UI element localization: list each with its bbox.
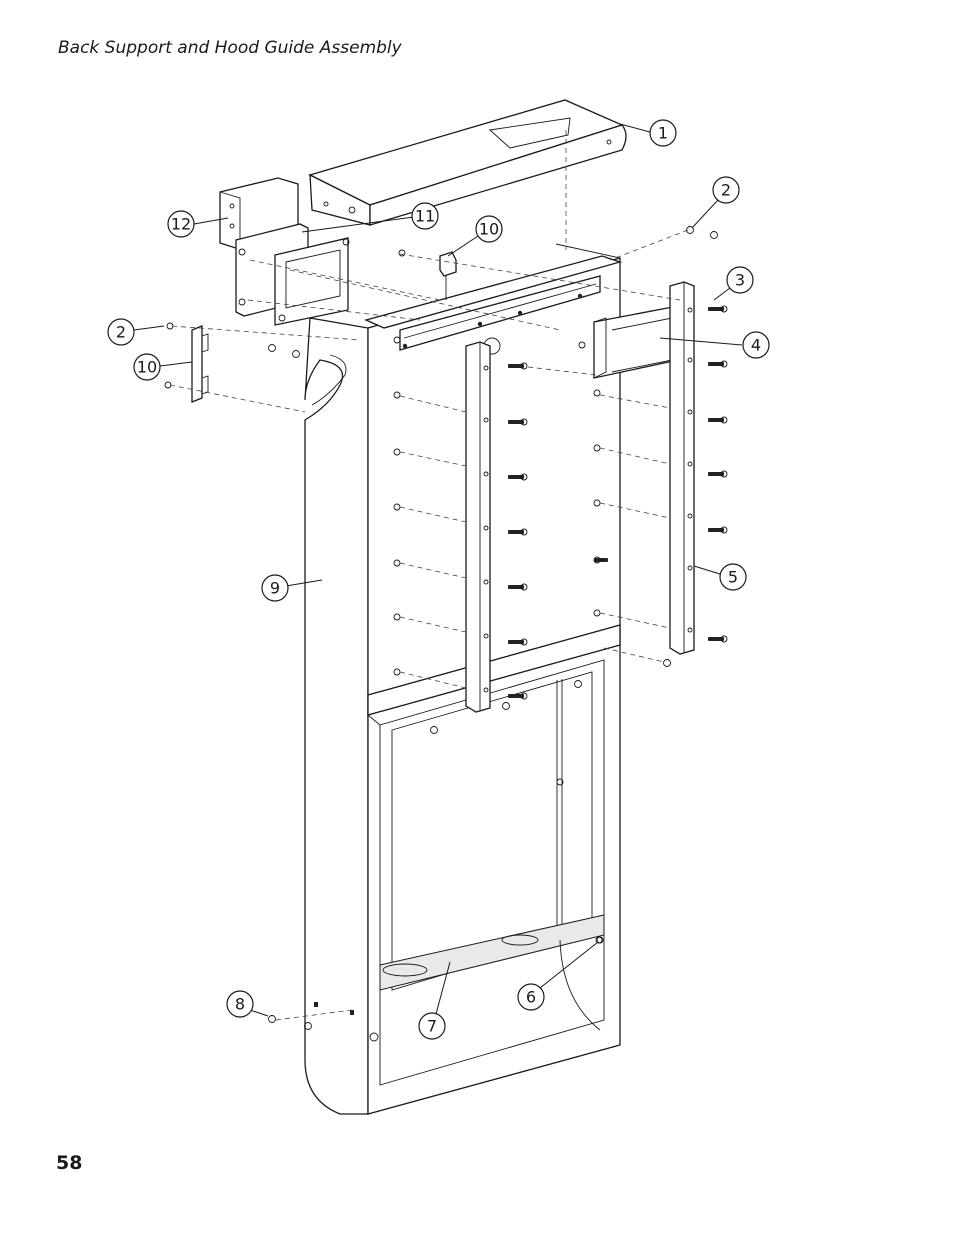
- callout-8: 8: [226, 990, 269, 1018]
- svg-text:10: 10: [479, 220, 499, 239]
- svg-text:7: 7: [427, 1017, 437, 1036]
- callout-1: 1: [619, 119, 677, 147]
- svg-text:8: 8: [235, 995, 245, 1014]
- bracket-4: [593, 305, 679, 379]
- vertical-rail-right: [669, 281, 695, 655]
- upper-rail: [399, 275, 601, 355]
- assembly-lines: [169, 130, 689, 1021]
- callout-10-left: 10: [133, 353, 193, 381]
- hood-guide-top: [308, 99, 627, 226]
- page-number: 58: [56, 1152, 83, 1174]
- svg-text:10: 10: [137, 358, 157, 377]
- vertical-rail-left: [465, 341, 491, 713]
- svg-text:9: 9: [270, 579, 280, 598]
- callout-3: 3: [713, 266, 754, 301]
- bracket-11: [235, 223, 350, 326]
- callout-2-right: 2: [691, 176, 740, 229]
- callout-4: 4: [659, 331, 770, 359]
- callout-5: 5: [693, 563, 747, 591]
- svg-text:3: 3: [735, 271, 745, 290]
- page-title: Back Support and Hood Guide Assembly: [58, 38, 402, 58]
- bracket-10-top: [439, 251, 457, 300]
- svg-text:12: 12: [171, 215, 191, 234]
- callout-9: 9: [261, 574, 323, 602]
- fasteners: [164, 226, 718, 1030]
- bracket-10-left: [191, 325, 209, 403]
- svg-text:2: 2: [721, 181, 731, 200]
- callout-6: 6: [517, 941, 599, 1011]
- svg-text:2: 2: [116, 323, 126, 342]
- svg-text:4: 4: [751, 336, 761, 355]
- callout-12: 12: [167, 210, 229, 238]
- callout-2-left: 2: [107, 318, 165, 346]
- callout-10-top: 10: [447, 215, 503, 257]
- callout-11: 11: [301, 202, 439, 233]
- svg-text:1: 1: [658, 124, 668, 143]
- square-nuts: [314, 1002, 354, 1015]
- svg-text:5: 5: [728, 568, 738, 587]
- svg-text:11: 11: [415, 207, 435, 226]
- back-frame: [304, 243, 623, 1115]
- screws: [508, 305, 728, 700]
- svg-text:6: 6: [526, 988, 536, 1007]
- callout-7: 7: [418, 961, 451, 1040]
